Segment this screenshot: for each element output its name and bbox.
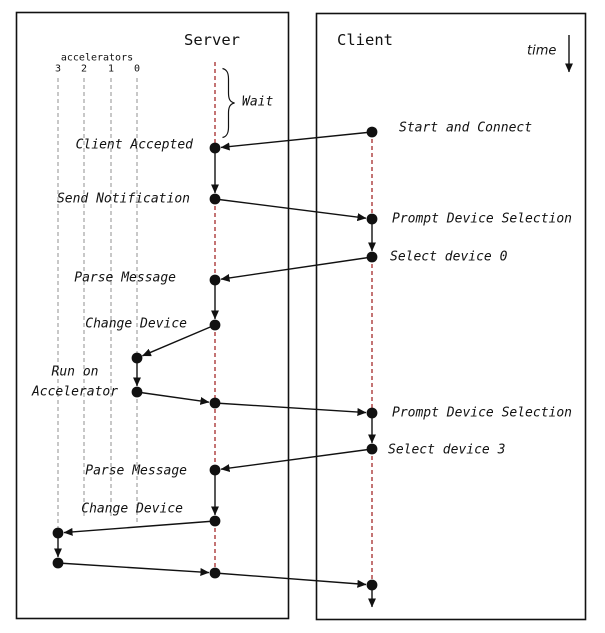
accelerators-label: accelerators [60,52,134,64]
arrow-change2-to-accel3 [63,520,216,536]
event-label-parse-message-2: Parse Message [85,463,187,479]
arrow-notify-to-prompt1 [214,198,367,222]
event-label-run-on: Run on [51,364,99,380]
client-title: Client [337,31,393,49]
event-dot [131,352,143,364]
accelerator-0-id: 0 [133,63,141,75]
event-label-change-device-2: Change Device [81,501,183,517]
message-arrows [54,35,573,608]
arrow-server-to-prompt2 [214,402,367,417]
event-label-select-device-0: Select device 0 [390,249,508,265]
event-dot [366,251,378,263]
accelerator-lifelines [57,78,138,530]
event-dot [209,397,221,409]
event-label-prompt-device-selection-1: Prompt Device Selection [392,211,573,227]
event-dot [209,567,221,579]
process-lifelines [214,62,373,585]
time-label: time [527,43,557,59]
event-label-select-device-3: Select device 3 [388,442,506,458]
participant-boxes [15,11,587,621]
accelerator-3-id: 3 [54,63,62,75]
event-dot [366,407,378,419]
event-dot [366,213,378,225]
event-label-start-and-connect: Start and Connect [399,120,533,136]
accelerator-1-id: 1 [107,63,115,75]
arrow-select3-to-parse2 [220,448,373,473]
arrow-change1-to-accel0 [142,324,216,357]
wait-label: Wait [242,94,274,110]
event-dot [52,557,64,569]
arrow-select0-to-parse1 [220,256,373,282]
event-dot [52,527,64,539]
arrow-server-to-client-final [214,572,367,588]
client-box [315,12,587,621]
event-dot [209,319,221,331]
event-dot [209,515,221,527]
wait-brace [222,67,235,139]
arrow-run-to-server [136,391,210,405]
arrow-accel3-to-server [57,562,210,577]
event-label-parse-message-1: Parse Message [74,270,176,286]
event-dot [366,579,378,591]
event-dot [209,464,221,476]
event-dot [131,386,143,398]
event-dot [366,443,378,455]
event-label-prompt-device-selection-2: Prompt Device Selection [392,405,573,421]
event-dot [366,126,378,138]
event-label-send-notification: Send Notification [56,191,190,207]
event-label-accelerator: Accelerator [31,384,119,400]
event-label-client-accepted: Client Accepted [75,137,193,153]
event-dots [52,126,378,591]
event-dot [209,142,221,154]
event-dot [209,274,221,286]
accelerator-2-id: 2 [80,63,88,75]
event-label-change-device-1: Change Device [85,316,187,332]
event-dot [209,193,221,205]
server-title: Server [184,31,240,49]
server-box [15,11,290,620]
arrow-connect-to-server [220,131,373,151]
